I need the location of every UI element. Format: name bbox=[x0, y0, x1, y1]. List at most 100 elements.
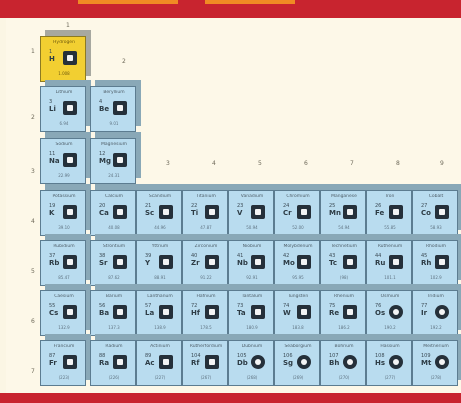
element-name: Chromium bbox=[278, 194, 318, 199]
element-symbol: Fr bbox=[49, 359, 57, 367]
element-name: Technetium bbox=[324, 244, 364, 249]
element-symbol: Co bbox=[421, 209, 431, 217]
element-symbol: Zr bbox=[191, 259, 200, 267]
element-name: Iron bbox=[370, 194, 410, 199]
element-symbol: Sg bbox=[283, 359, 293, 367]
element-picture-icon bbox=[297, 255, 311, 269]
element-name: Rutherfordium bbox=[186, 344, 226, 349]
element-picture-icon bbox=[63, 51, 77, 65]
element-picture-icon bbox=[205, 255, 219, 269]
element-picture-icon bbox=[113, 101, 127, 115]
element-symbol: Db bbox=[237, 359, 248, 367]
element-symbol: Ac bbox=[145, 359, 155, 367]
element-symbol: Sc bbox=[145, 209, 154, 217]
atomic-mass: 137.3 bbox=[94, 325, 134, 330]
atomic-mass: (98) bbox=[324, 275, 364, 280]
element-picture-icon bbox=[251, 205, 265, 219]
element-picture-icon bbox=[297, 305, 311, 319]
top-red-border bbox=[0, 0, 461, 18]
element-picture-icon bbox=[205, 205, 219, 219]
atomic-mass: 88.91 bbox=[140, 275, 180, 280]
atomic-mass: 87.62 bbox=[94, 275, 134, 280]
group-label: 8 bbox=[396, 160, 400, 167]
element-symbol: Fe bbox=[375, 209, 384, 217]
group-label: 7 bbox=[350, 160, 354, 167]
element-symbol: Rb bbox=[49, 259, 59, 267]
element-symbol: Rh bbox=[421, 259, 431, 267]
element-symbol: K bbox=[49, 209, 54, 217]
element-name: Actinium bbox=[140, 344, 180, 349]
element-symbol: H bbox=[49, 55, 55, 63]
element-picture-icon bbox=[343, 205, 357, 219]
element-symbol: Cs bbox=[49, 309, 58, 317]
element-symbol: Li bbox=[49, 105, 56, 113]
group-label: 3 bbox=[166, 160, 170, 167]
element-symbol: Os bbox=[375, 309, 385, 317]
element-picture-icon bbox=[435, 355, 449, 369]
element-picture-icon bbox=[389, 205, 403, 219]
element-name: Scandium bbox=[140, 194, 180, 199]
element-name: Caesium bbox=[44, 294, 84, 299]
element-name: Barium bbox=[94, 294, 134, 299]
element-name: Seaborgium bbox=[278, 344, 318, 349]
group-label: 2 bbox=[122, 58, 126, 65]
atomic-mass: 1.008 bbox=[44, 71, 84, 76]
atomic-mass: 180.9 bbox=[232, 325, 272, 330]
element-name: Rhenium bbox=[324, 294, 364, 299]
atomic-mass: 190.2 bbox=[370, 325, 410, 330]
atomic-mass: (267) bbox=[186, 375, 226, 380]
orange-tab-left bbox=[78, 0, 178, 4]
element-picture-icon bbox=[205, 305, 219, 319]
element-symbol: Rf bbox=[191, 359, 199, 367]
element-symbol: Ba bbox=[99, 309, 109, 317]
element-symbol: V bbox=[237, 209, 242, 217]
element-name: Hassium bbox=[370, 344, 410, 349]
element-name: Radium bbox=[94, 344, 134, 349]
atomic-mass: 95.95 bbox=[278, 275, 318, 280]
element-name: Vanadium bbox=[232, 194, 272, 199]
element-name: Titanium bbox=[186, 194, 226, 199]
element-picture-icon bbox=[251, 305, 265, 319]
